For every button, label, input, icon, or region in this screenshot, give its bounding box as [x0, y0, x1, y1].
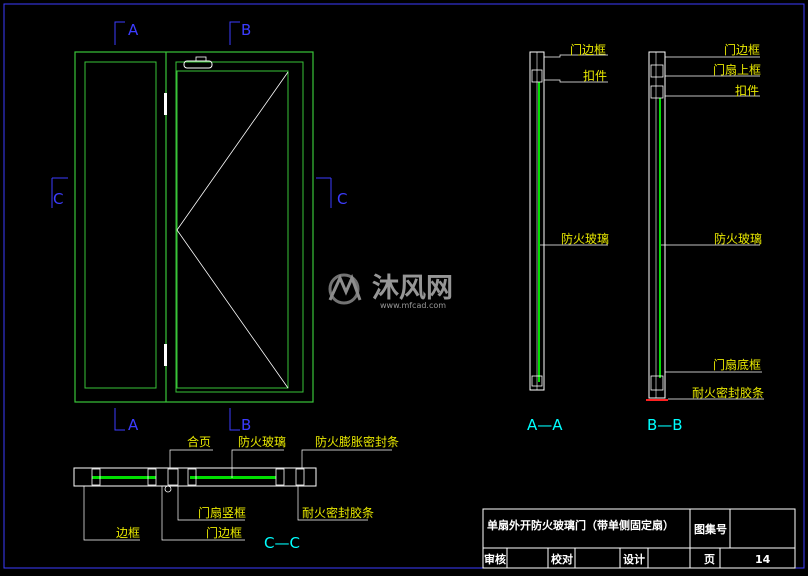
title-block-check: 校对	[551, 552, 573, 566]
aa-label-fire-glass: 防火玻璃	[561, 231, 609, 246]
title-block-design: 设计	[623, 552, 645, 566]
aa-label-cover-strip: 扣件	[583, 69, 607, 83]
cc-label-side-frame: 边框	[116, 526, 140, 540]
mark-b-bottom-label: B	[241, 416, 251, 434]
title-block-page-label: 页	[704, 553, 715, 566]
bb-label-leaf-top-frame: 门扇上框	[713, 62, 761, 77]
cc-label-door-frame: 门边框	[206, 525, 242, 540]
bb-leaf-top-frame	[650, 64, 664, 78]
door-closer-arm	[195, 56, 207, 62]
sheet-border	[3, 3, 805, 569]
cc-frame-outline	[73, 467, 317, 487]
bb-label-fire-glass: 防火玻璃	[714, 231, 762, 246]
aa-cover-strip-bottom	[531, 375, 543, 387]
swing-indicator-lines	[176, 71, 289, 389]
cc-label-fire-sealant: 耐火密封胶条	[302, 505, 374, 520]
front-elevation: A A B B C C	[51, 21, 347, 434]
mark-a-bottom-label: A	[128, 416, 139, 434]
cc-label-leaf-stile: 门扇竖框	[198, 505, 246, 520]
bb-frame-outline	[648, 51, 666, 399]
aa-cover-strip-top	[531, 69, 543, 83]
hinge-bottom	[164, 344, 167, 366]
watermark-brand: 沐风网	[372, 273, 453, 304]
cc-label-hinge: 合页	[187, 434, 211, 449]
hinge-top	[164, 93, 167, 115]
aa-title: A—A	[527, 416, 563, 434]
cc-intumescent-strip	[295, 468, 305, 486]
aa-fire-glass	[538, 82, 540, 382]
cc-label-fire-glass: 防火玻璃	[238, 434, 286, 449]
bb-cover-strip	[650, 85, 664, 99]
title-block: 单扇外开防火玻璃门（带单侧固定扇） 图集号 审核 校对 设计 页 14	[482, 508, 796, 569]
cc-label-intumescent-strip: 防火膨胀密封条	[315, 434, 399, 449]
cc-leaf-stile	[167, 468, 179, 486]
bb-title: B—B	[647, 416, 683, 434]
title-block-review: 审核	[484, 552, 506, 566]
watermark: 沐风网 www.mfcad.com	[328, 273, 453, 310]
section-cc: 合页 防火玻璃 防火膨胀密封条 门扇竖框 耐火密封胶条 边框 门边框 C—C	[73, 434, 399, 552]
title-block-title: 单扇外开防火玻璃门（带单侧固定扇）	[487, 518, 674, 532]
title-block-frame	[482, 508, 796, 569]
section-mark-b-top	[229, 21, 240, 45]
mark-c-right-label: C	[337, 190, 347, 208]
mark-a-top-label: A	[128, 21, 139, 39]
section-mark-a-bottom	[114, 408, 125, 431]
bb-fire-glass	[659, 98, 661, 378]
mfcad-logo	[328, 273, 362, 305]
bb-label-leaf-bottom-frame: 门扇底框	[713, 357, 761, 372]
cc-title: C—C	[264, 534, 300, 552]
outer-door-frame	[74, 51, 314, 403]
bb-leaf-bottom-frame	[650, 375, 664, 391]
fixed-leaf-glass	[84, 61, 157, 389]
section-mark-a-top	[114, 21, 125, 45]
watermark-url: www.mfcad.com	[380, 301, 446, 310]
mark-b-top-label: B	[241, 21, 251, 39]
title-block-page-number: 14	[755, 553, 771, 566]
section-aa: 门边框 扣件 防火玻璃 A—A	[527, 42, 609, 434]
section-bb: 门边框 门扇上框 扣件 防火玻璃 门扇底框 耐火密封胶条 B—B	[646, 42, 764, 434]
cc-hinge-pin	[164, 485, 172, 493]
title-block-atlas-label: 图集号	[694, 522, 727, 536]
cc-leaf-glass	[190, 476, 276, 479]
bb-label-cover-strip: 扣件	[735, 84, 759, 98]
bb-label-door-frame: 门边框	[724, 42, 760, 57]
bb-label-fire-sealant: 耐火密封胶条	[692, 385, 764, 400]
section-mark-b-bottom	[229, 408, 240, 431]
aa-label-door-frame: 门边框	[570, 42, 606, 57]
leaf-panel-outer	[175, 61, 304, 393]
cc-fixed-glass	[92, 476, 156, 479]
mark-c-left-label: C	[53, 190, 63, 208]
